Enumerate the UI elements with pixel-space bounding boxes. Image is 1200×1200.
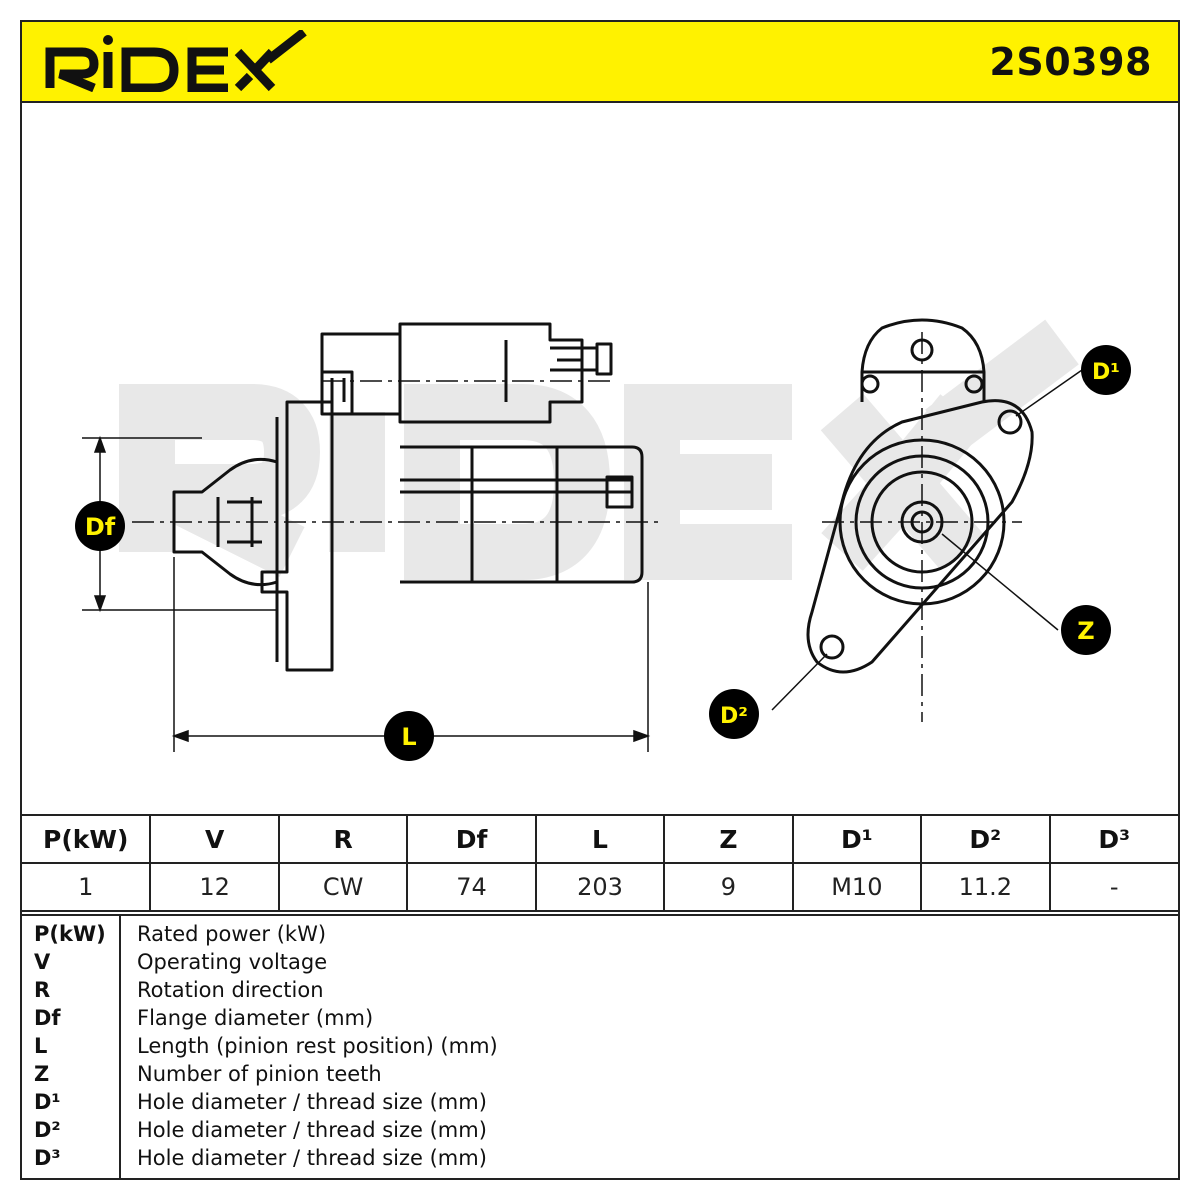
leader-lines — [771, 369, 1083, 711]
spec-value-row: 1 12 CW 74 203 9 M10 11.2 - — [22, 862, 1178, 912]
spec-value-cell: 12 — [149, 862, 280, 912]
legend-description: Rotation direction — [137, 978, 324, 1002]
spec-value-cell: 203 — [534, 862, 666, 912]
spec-header-cell: Df — [406, 814, 537, 864]
datasheet-frame: 2S0398 — [20, 20, 1180, 1180]
spec-header-cell: D² — [920, 814, 1051, 864]
spec-header-cell: P(kW) — [22, 814, 152, 864]
spec-value-cell: 11.2 — [920, 862, 1051, 912]
legend-divider — [119, 916, 121, 1180]
legend-row: P(kW) Rated power (kW) — [22, 922, 1178, 950]
legend-description: Rated power (kW) — [137, 922, 327, 946]
callout-z: Z — [1061, 605, 1111, 655]
spec-header-cell: D¹ — [791, 814, 923, 864]
legend-row: Z Number of pinion teeth — [22, 1062, 1178, 1090]
legend: P(kW) Rated power (kW) V Operating volta… — [22, 914, 1178, 1180]
legend-symbol: P(kW) — [34, 922, 106, 946]
legend-symbol: D¹ — [34, 1090, 61, 1114]
spec-value-cell: 74 — [406, 862, 537, 912]
callout-l-label: L — [401, 723, 416, 751]
spec-header-cell: Z — [663, 814, 794, 864]
part-number: 2S0398 — [989, 40, 1152, 84]
legend-row: V Operating voltage — [22, 950, 1178, 978]
legend-description: Flange diameter (mm) — [137, 1006, 374, 1030]
legend-row: L Length (pinion rest position) (mm) — [22, 1034, 1178, 1062]
callout-d1: D¹ — [1081, 345, 1131, 395]
spec-value-cell: CW — [277, 862, 409, 912]
legend-description: Hole diameter / thread size (mm) — [137, 1118, 487, 1142]
legend-row: Df Flange diameter (mm) — [22, 1006, 1178, 1034]
header-bar: 2S0398 — [22, 22, 1178, 103]
spec-table: P(kW) V R Df L Z D¹ D² D³ 1 12 CW 74 203… — [22, 814, 1178, 912]
spec-value-cell: M10 — [791, 862, 923, 912]
spec-header-row: P(kW) V R Df L Z D¹ D² D³ — [22, 814, 1178, 864]
ridex-logo-graphic — [45, 28, 307, 93]
legend-description: Hole diameter / thread size (mm) — [137, 1146, 487, 1170]
legend-row: D¹ Hole diameter / thread size (mm) — [22, 1090, 1178, 1118]
legend-symbol: Z — [34, 1062, 50, 1086]
legend-symbol: D³ — [34, 1146, 61, 1170]
legend-description: Number of pinion teeth — [137, 1062, 382, 1086]
callout-df: Df — [75, 501, 125, 551]
spec-value-cell: 9 — [663, 862, 794, 912]
legend-row: R Rotation direction — [22, 978, 1178, 1006]
spec-header-cell: R — [277, 814, 409, 864]
callout-d2-label: D² — [720, 704, 748, 729]
legend-symbol: L — [34, 1034, 48, 1058]
legend-symbol: R — [34, 978, 51, 1002]
legend-description: Operating voltage — [137, 950, 328, 974]
spec-value-cell: - — [1048, 862, 1178, 912]
starter-drawing-svg: Df L D¹ Z D² — [75, 318, 1131, 761]
spec-value-cell: 1 — [22, 862, 152, 912]
ridex-logo — [42, 28, 312, 96]
callout-df-label: Df — [85, 513, 116, 541]
end-view — [806, 318, 1034, 674]
legend-row: D² Hole diameter / thread size (mm) — [22, 1118, 1178, 1146]
legend-description: Length (pinion rest position) (mm) — [137, 1034, 498, 1058]
spec-header-cell: L — [534, 814, 666, 864]
legend-symbol: V — [34, 950, 51, 974]
spec-header-cell: V — [149, 814, 280, 864]
legend-row: D³ Hole diameter / thread size (mm) — [22, 1146, 1178, 1174]
technical-drawing: Df L D¹ Z D² — [22, 102, 1178, 814]
callout-d1-label: D¹ — [1092, 360, 1120, 385]
legend-symbol: D² — [34, 1118, 61, 1142]
legend-symbol: Df — [34, 1006, 61, 1030]
callout-l: L — [384, 711, 434, 761]
spec-header-cell: D³ — [1048, 814, 1178, 864]
callout-z-label: Z — [1077, 617, 1094, 645]
callout-d2: D² — [709, 689, 759, 739]
legend-description: Hole diameter / thread size (mm) — [137, 1090, 487, 1114]
